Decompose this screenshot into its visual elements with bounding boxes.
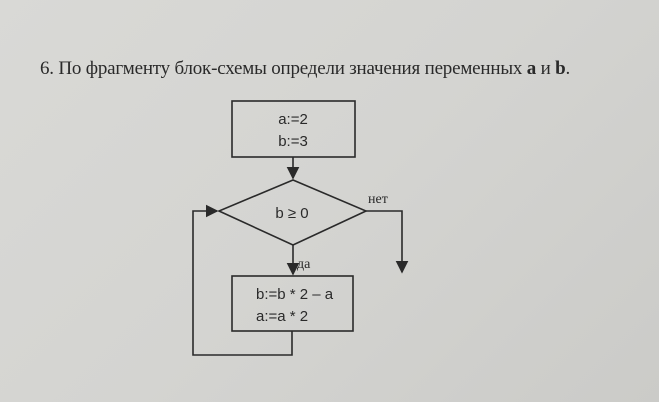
task-and: и — [536, 58, 556, 79]
arrow-no-branch — [366, 210, 409, 274]
arrow-loop-back — [192, 204, 293, 356]
no-label: нет — [368, 192, 388, 207]
init-line-1: a:=2 — [278, 111, 308, 128]
var-b: b — [555, 58, 566, 79]
init-line-2: b:=3 — [278, 133, 308, 150]
yes-label: да — [297, 257, 311, 272]
body-line-1: b:=b * 2 – a — [256, 286, 334, 303]
body-line-2: a:=a * 2 — [256, 308, 308, 325]
task-text: 6. По фрагменту блок-схемы определи знач… — [40, 58, 527, 79]
var-a: a — [526, 58, 537, 79]
task-end: . — [565, 58, 571, 79]
task-statement: 6. По фрагменту блок-схемы определи знач… — [40, 58, 570, 80]
condition-text: b ≥ 0 — [275, 205, 308, 222]
